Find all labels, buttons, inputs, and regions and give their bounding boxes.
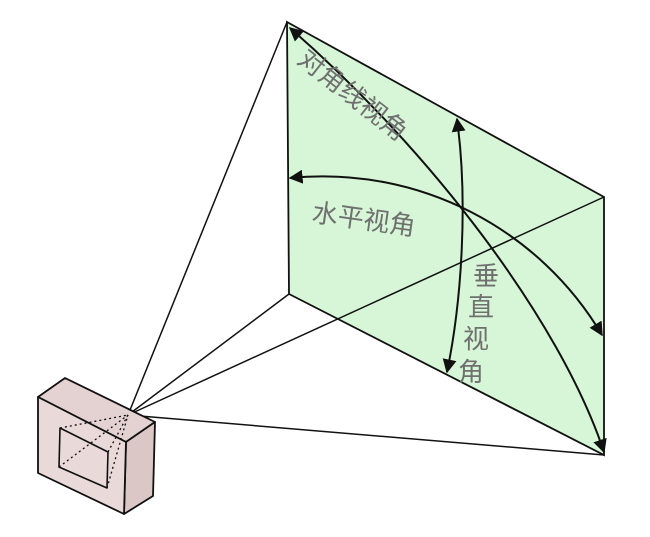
vertical-angle-char-2: 直: [468, 293, 494, 323]
vertical-angle-label: 垂 直 视 角: [458, 262, 499, 388]
sensor-projection-dots: [58, 414, 129, 489]
projection-line-bottom-right: [127, 414, 605, 456]
vertical-angle-char-3: 视: [463, 325, 489, 355]
vertical-angle-arrow: [442, 117, 466, 374]
projection-line-top-left: [127, 21, 288, 416]
vertical-angle-char-1: 垂: [473, 262, 499, 292]
horizontal-angle-arrow: [288, 169, 603, 337]
vertical-angle-char-4: 角: [458, 358, 484, 388]
camera: [37, 377, 156, 515]
projection-line-bottom-left: [127, 293, 290, 416]
